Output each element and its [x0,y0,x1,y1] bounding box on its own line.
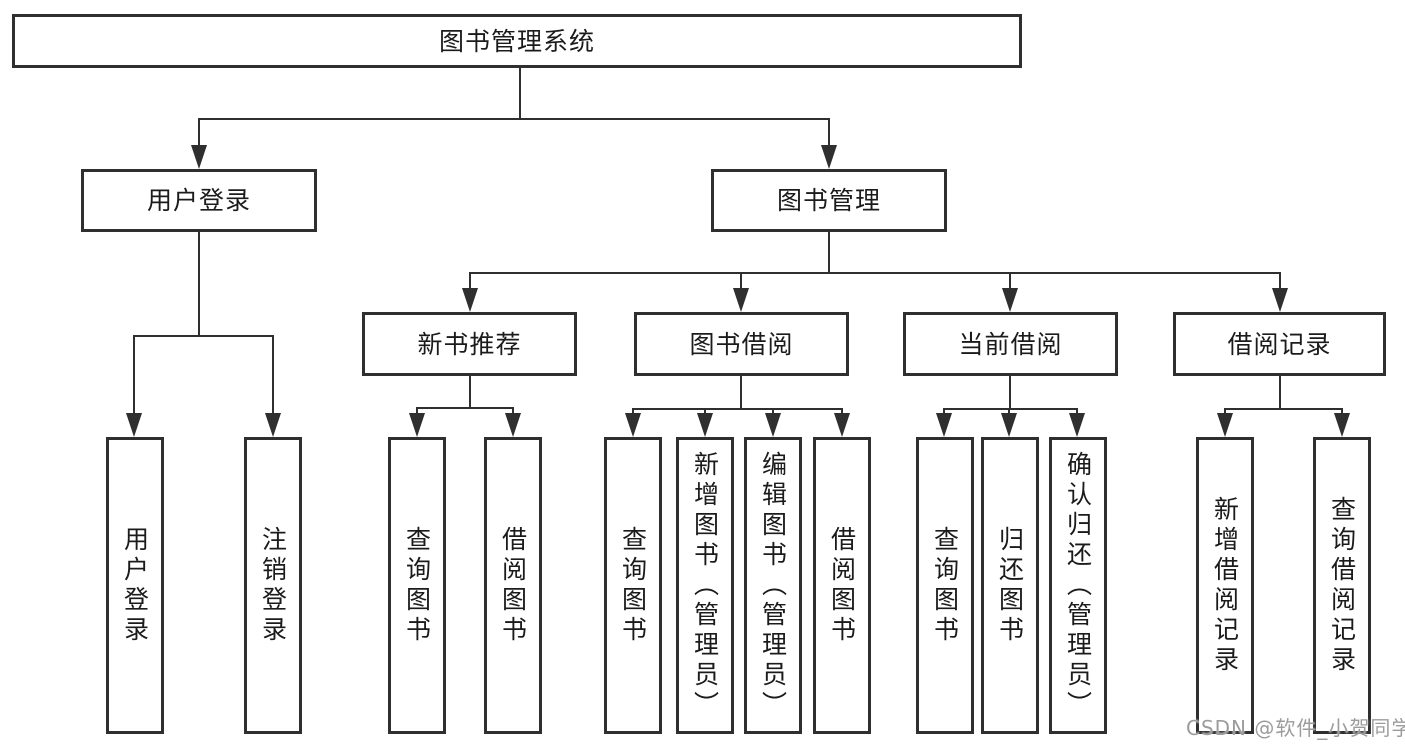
leaf-bb-add-book-admin: 新增图书（管理员） [676,437,734,734]
connector-stem-line [1009,376,1011,410]
arrow-down-icon [821,145,837,169]
leaf-bb-edit-book-admin-label: 编辑图书（管理员） [758,450,788,721]
connector-drop-line [841,408,843,417]
arrow-down-icon [265,413,281,437]
leaf-rec-query-book-label: 查询图书 [402,525,432,646]
node-current-borrow-label: 当前借阅 [958,329,1063,359]
leaf-bb-query-book: 查询图书 [604,437,662,734]
arrow-down-icon [765,413,781,437]
leaf-logout: 注销登录 [244,437,302,734]
connector-branch-line [469,272,1281,274]
connector-stem-line [828,232,830,274]
leaf-cb-query-book: 查询图书 [916,437,974,734]
leaf-cb-query-book-label: 查询图书 [930,525,960,646]
connector-drop-line [1008,408,1010,417]
connector-drop-line [1224,408,1226,417]
connector-stem-line [1279,376,1281,410]
leaf-bb-borrow-book-label: 借阅图书 [827,525,857,646]
leaf-user-login-label: 用户登录 [120,525,150,646]
connector-drop-line [704,408,706,417]
node-new-book-recommend-label: 新书推荐 [417,329,522,359]
leaf-rec-borrow-book: 借阅图书 [484,437,542,734]
arrow-down-icon [1001,413,1017,437]
arrow-down-icon [462,288,478,312]
connector-branch-line [198,118,830,120]
node-new-book-recommend: 新书推荐 [362,312,577,376]
leaf-logout-label: 注销登录 [258,525,288,646]
connector-branch-line [943,408,1078,410]
connector-stem-line [198,232,200,337]
node-root: 图书管理系统 [12,14,1022,68]
leaf-cb-confirm-return-admin: 确认归还（管理员） [1049,437,1107,734]
arrow-down-icon [697,413,713,437]
leaf-br-query-record: 查询借阅记录 [1313,437,1371,734]
arrow-down-icon [191,145,207,169]
node-borrow-record: 借阅记录 [1173,312,1386,376]
node-book-borrow-label: 图书借阅 [689,329,794,359]
arrow-down-icon [1272,288,1288,312]
connector-drop-line [740,272,742,292]
arrow-down-icon [126,413,142,437]
leaf-bb-add-book-admin-label: 新增图书（管理员） [690,450,720,721]
connector-drop-line [416,407,418,417]
node-current-borrow: 当前借阅 [903,312,1118,376]
connector-stem-line [519,68,521,120]
node-borrow-record-label: 借阅记录 [1227,329,1332,359]
leaf-bb-borrow-book: 借阅图书 [813,437,871,734]
leaf-br-query-record-label: 查询借阅记录 [1327,495,1357,676]
leaf-br-add-record: 新增借阅记录 [1196,437,1254,734]
leaf-bb-query-book-label: 查询图书 [618,525,648,646]
leaf-bb-edit-book-admin: 编辑图书（管理员） [744,437,802,734]
connector-drop-line [632,408,634,417]
arrow-down-icon [834,413,850,437]
connector-drop-line [272,335,274,417]
connector-drop-line [512,407,514,417]
connector-stem-line [740,376,742,410]
connector-drop-line [469,272,471,292]
node-user-login-label: 用户登录 [146,186,251,215]
arrow-down-icon [1334,413,1350,437]
arrow-down-icon [1002,288,1018,312]
connector-branch-line [1224,408,1343,410]
node-book-borrow: 图书借阅 [634,312,849,376]
connector-drop-line [198,118,200,149]
connector-drop-line [1076,408,1078,417]
connector-drop-line [133,335,135,417]
connector-branch-line [416,407,514,409]
connector-drop-line [1009,272,1011,292]
leaf-br-add-record-label: 新增借阅记录 [1210,495,1240,676]
arrow-down-icon [1217,413,1233,437]
connector-drop-line [1341,408,1343,417]
connector-drop-line [1279,272,1281,292]
connector-branch-line [133,335,274,337]
node-user-login: 用户登录 [81,169,317,232]
leaf-cb-return-book: 归还图书 [981,437,1039,734]
leaf-rec-borrow-book-label: 借阅图书 [498,525,528,646]
arrow-down-icon [625,413,641,437]
connector-stem-line [469,376,471,409]
connector-drop-line [828,118,830,149]
connector-branch-line [632,408,843,410]
connector-drop-line [943,408,945,417]
node-book-management: 图书管理 [711,169,947,232]
arrow-down-icon [733,288,749,312]
leaf-rec-query-book: 查询图书 [388,437,446,734]
arrow-down-icon [1069,413,1085,437]
leaf-cb-return-book-label: 归还图书 [995,525,1025,646]
leaf-user-login: 用户登录 [106,437,164,734]
node-root-label: 图书管理系统 [438,26,595,56]
arrow-down-icon [505,413,521,437]
connector-drop-line [772,408,774,417]
watermark: CSDN @软件_小贺同学 [1186,716,1405,740]
arrow-down-icon [936,413,952,437]
leaf-cb-confirm-return-admin-label: 确认归还（管理员） [1063,450,1093,721]
arrow-down-icon [409,413,425,437]
node-book-management-label: 图书管理 [776,186,881,215]
